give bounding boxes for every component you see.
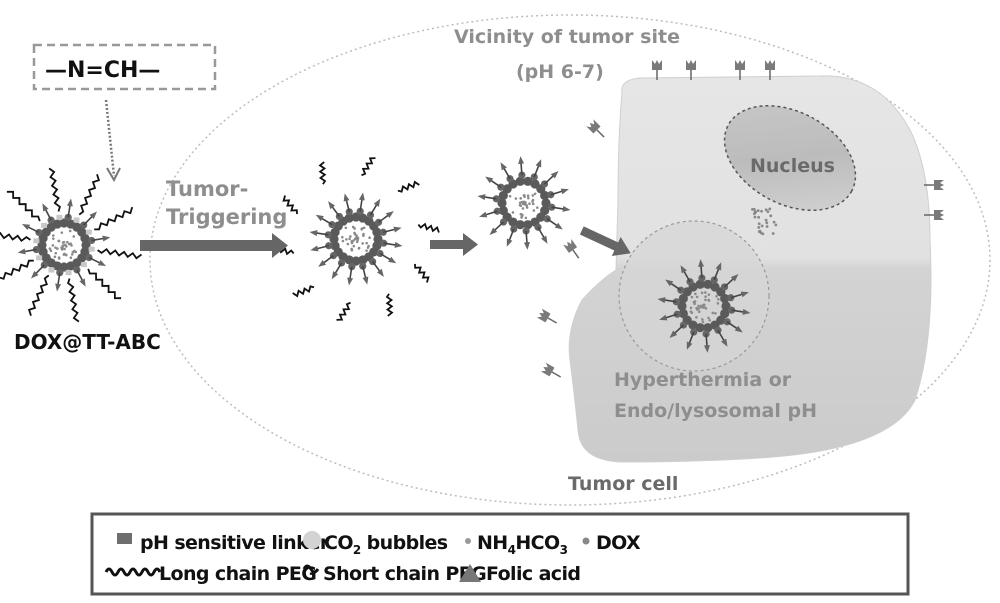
legend-folic-acid-label: Folic acid — [486, 563, 580, 585]
nanoparticle-approaching — [478, 156, 571, 250]
nanoparticle-intact — [0, 168, 142, 321]
linker-square-icon — [117, 533, 132, 544]
legend-dox-label: DOX — [596, 532, 641, 554]
trigger-label-line2: Triggering — [166, 205, 287, 229]
linkage-pointer-arrow — [106, 100, 114, 176]
vicinity-label-line2: (pH 6-7) — [516, 61, 604, 83]
linkage-label: —N=CH— — [45, 58, 160, 83]
legend: pH sensitive linker CO2 bubbles NH4HCO3 … — [92, 514, 908, 594]
tumor-cell-label: Tumor cell — [568, 473, 678, 495]
particle-label: DOX@TT-ABC — [14, 330, 161, 354]
vicinity-label-line1: Vicinity of tumor site — [454, 26, 680, 48]
nanoparticle-triggered — [273, 158, 439, 320]
co2-bubble-icon — [303, 531, 321, 549]
nucleus-label: Nucleus — [750, 155, 835, 177]
dox-dot-icon — [583, 538, 590, 545]
folate-receptor-icon — [652, 60, 662, 80]
uptake-arrow-1 — [430, 233, 478, 256]
legend-co2-label: CO2 bubbles — [324, 532, 448, 557]
legend-long-peg-label: Long chain PEG — [159, 563, 316, 585]
folate-receptor-icon — [586, 119, 607, 140]
nh4hco3-dot-icon — [465, 538, 471, 544]
release-label-line1: Hyperthermia or — [614, 369, 792, 391]
folate-receptor-icon — [563, 239, 583, 261]
legend-nh4hco3-label: NH4HCO3 — [477, 532, 568, 557]
release-label-line2: Endo/lysosomal pH — [614, 400, 817, 422]
linkage-pointer-head — [107, 168, 120, 180]
legend-linker-label: pH sensitive linker — [140, 532, 330, 554]
trigger-label-line1: Tumor- — [166, 177, 248, 201]
endosome — [619, 221, 769, 371]
trigger-arrow — [140, 233, 288, 258]
folate-receptor-icon — [541, 363, 563, 382]
folate-receptor-icon — [537, 309, 559, 328]
